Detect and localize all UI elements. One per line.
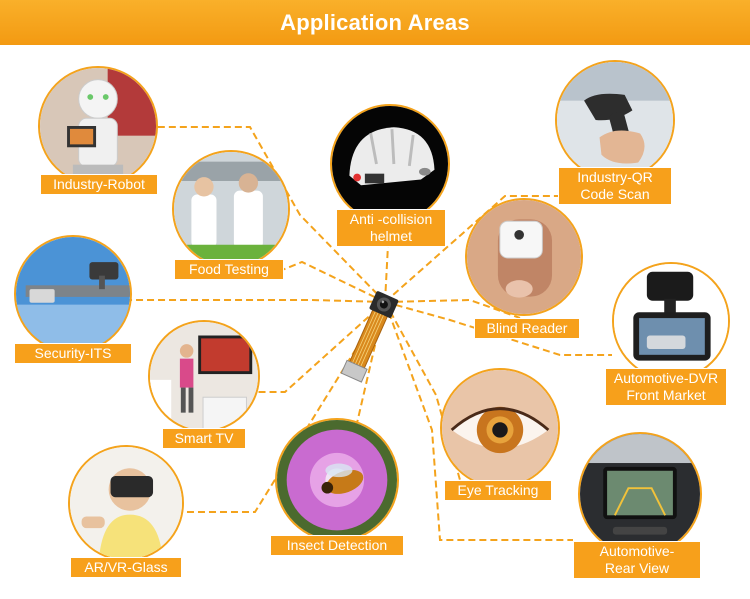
header-banner xyxy=(0,0,750,45)
connector-industry-robot xyxy=(158,126,386,303)
connector-security-its xyxy=(128,299,386,303)
connector-food-testing xyxy=(281,260,386,303)
label-industry-qr-code-scan: Industry-QR Code Scan xyxy=(558,167,672,205)
label-insect-detection: Insect Detection xyxy=(270,535,404,556)
car-display-icon xyxy=(578,432,702,556)
dash-cam-icon xyxy=(612,262,730,380)
connector-helmet xyxy=(384,244,389,303)
label-eye-tracking: Eye Tracking xyxy=(444,480,552,501)
bee-flower-icon xyxy=(275,418,399,542)
connector-blind-reader xyxy=(384,298,521,319)
barcode-scanner-icon xyxy=(555,60,675,180)
tv-icon xyxy=(148,320,260,432)
label-automotive-dvr-front-market: Automotive-DVR Front Market xyxy=(605,368,727,406)
connector-rear-view xyxy=(384,301,573,541)
label-automotive-rear-view: Automotive- Rear View xyxy=(573,541,701,579)
vr-headset-icon xyxy=(68,445,184,561)
connector-qr-scan xyxy=(384,195,558,303)
connector-eye-tracking xyxy=(384,301,461,481)
label-smart-tv: Smart TV xyxy=(162,428,246,449)
label-industry-robot: Industry-Robot xyxy=(40,174,158,195)
finger-reader-icon xyxy=(465,198,583,316)
eye-icon xyxy=(440,368,560,488)
label-ar-vr-glass: AR/VR-Glass xyxy=(70,557,182,578)
traffic-camera-icon xyxy=(14,235,132,353)
robot-icon xyxy=(38,66,158,186)
page-title: Application Areas xyxy=(280,10,470,35)
lab-scientists-icon xyxy=(172,150,290,268)
label-blind-reader: Blind Reader xyxy=(474,318,580,339)
label-security-its: Security-ITS xyxy=(14,343,132,364)
helmet-icon xyxy=(330,104,450,224)
label-anti-collision-helmet: Anti -collision helmet xyxy=(336,209,446,247)
camera-module-icon xyxy=(340,291,399,383)
label-food-testing: Food Testing xyxy=(174,259,284,280)
connector-smart-tv xyxy=(246,301,386,393)
